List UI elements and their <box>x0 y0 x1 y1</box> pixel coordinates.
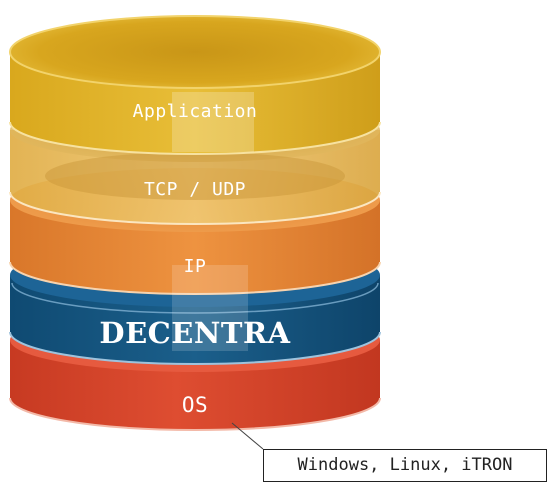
highlight-panels <box>172 92 254 351</box>
callout-leader-line <box>231 422 264 450</box>
decentra-layer-label: DECENTRA <box>99 316 291 350</box>
os-layer-label: OS <box>181 393 209 417</box>
ip-layer-label: IP <box>183 256 207 277</box>
tcp-udp-layer-label: TCP / UDP <box>143 179 247 200</box>
application-layer-shape <box>9 15 381 155</box>
platform-callout-box: Windows, Linux, iTRON <box>263 449 547 482</box>
application-layer-label: Application <box>132 101 258 122</box>
